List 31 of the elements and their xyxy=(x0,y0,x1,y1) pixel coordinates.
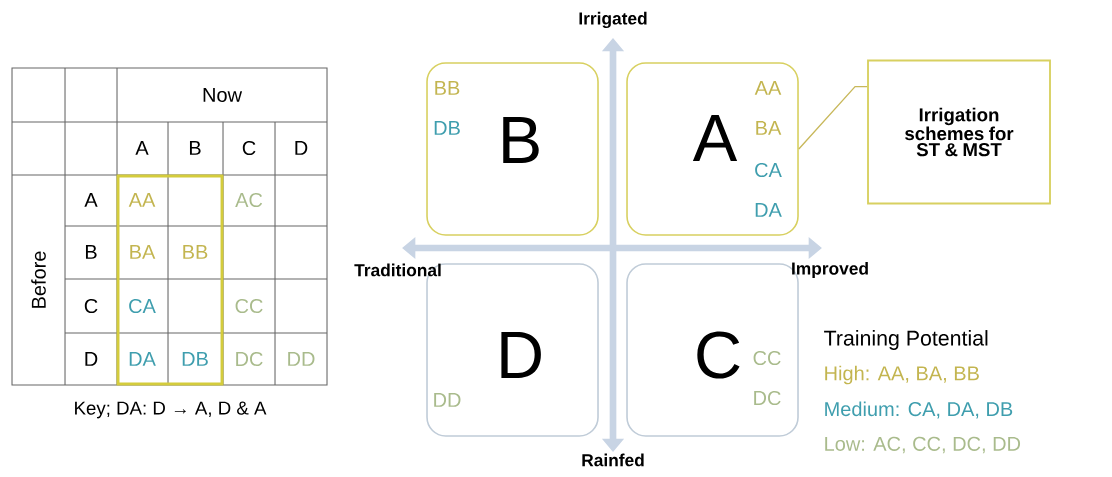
key-note: Key; DA: D → A, D & A xyxy=(75,401,267,419)
cell-text: DC xyxy=(236,351,263,367)
axis-label: Irrigated xyxy=(579,11,647,29)
cell-text: C xyxy=(84,298,98,314)
leader-line xyxy=(798,85,868,150)
cell-text: DB xyxy=(182,352,208,366)
cell-text: B xyxy=(86,245,97,259)
cell-text: AC xyxy=(235,192,263,208)
cell-text: B xyxy=(190,141,201,155)
cell-text: DD xyxy=(288,352,315,366)
cell-text: D xyxy=(295,141,308,155)
legend-entry: Low: AC, CC, DC, DD xyxy=(825,436,1021,454)
quadrant-box: A AA BA CA DA xyxy=(626,62,799,236)
callout-box: Irrigation schemes for ST & MST xyxy=(867,59,1051,205)
cell-text: CA xyxy=(129,298,156,314)
cell-text: C xyxy=(242,140,256,156)
cell-text: BA xyxy=(130,245,156,259)
cell-text: A xyxy=(84,193,98,207)
cell-text: Now xyxy=(203,88,243,102)
row-header: Before xyxy=(31,251,46,308)
legend-title: Training Potential xyxy=(824,330,988,350)
axis-label: Rainfed xyxy=(582,453,644,467)
cell-text: A xyxy=(135,141,149,155)
cell-text: DA xyxy=(129,352,156,366)
cell-text: D xyxy=(85,352,98,366)
cell-text: CC xyxy=(235,298,263,314)
legend-entry: Medium: CA, DA, DB xyxy=(825,401,1013,419)
legend-entry: High: AA, BA, BB xyxy=(825,365,979,385)
cell-text: BB xyxy=(183,245,208,259)
cell-text: AA xyxy=(128,193,156,207)
quadrant-box: BB DB B xyxy=(426,62,599,236)
